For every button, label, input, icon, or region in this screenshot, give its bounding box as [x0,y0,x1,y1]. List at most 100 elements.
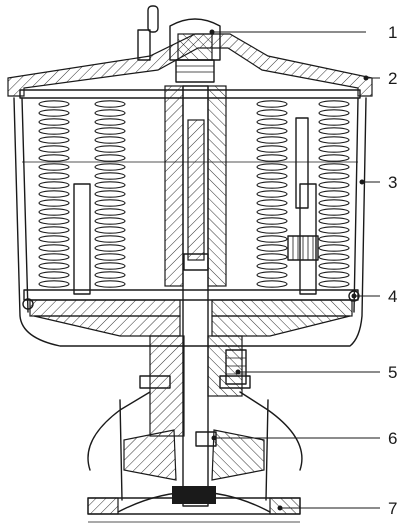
spring-coil [256,181,288,189]
spring-coil [318,163,350,171]
spring-coil [38,181,70,189]
spring-coil [94,244,126,252]
spring-coil [38,271,70,279]
spring-coil [256,100,288,108]
spring-coil [318,190,350,198]
spring-coil [94,217,126,225]
spring-coil [256,163,288,171]
spring-coil [318,181,350,189]
spring-coil [94,253,126,261]
spring-coil [318,154,350,162]
spring-coil [38,235,70,243]
spring-coil [38,109,70,117]
spring-coil [38,244,70,252]
spring-coil [256,235,288,243]
spring-coil [94,181,126,189]
spring-coil [318,208,350,216]
spring-coil [256,145,288,153]
spring-coil [256,271,288,279]
spring-coil [38,280,70,288]
spring-coil [94,235,126,243]
spring-coil [318,244,350,252]
spring-coil [38,262,70,270]
central-stem [164,85,227,507]
spring-coil [38,163,70,171]
spring-coil [256,253,288,261]
spring-coil [94,226,126,234]
spring-coil [318,217,350,225]
spring-coil [94,163,126,171]
spring-coil [318,226,350,234]
callout-3: 3 [388,173,397,192]
spring-coil [318,100,350,108]
spring-coil [94,145,126,153]
spring-coil [38,118,70,126]
spring-coil [38,172,70,180]
spring-coil [38,136,70,144]
left-spring-stack [38,100,126,288]
spring-coil [38,127,70,135]
spring-coil [318,235,350,243]
spring-coil [318,136,350,144]
spring-coil [256,172,288,180]
spring-coil [94,208,126,216]
spring-coil [94,280,126,288]
spring-coil [256,136,288,144]
spring-coil [38,145,70,153]
spring-coil [256,262,288,270]
spring-coil [38,217,70,225]
spring-coil [256,199,288,207]
mounting-flange [87,486,301,523]
spring-coil [318,253,350,261]
callout-labels: 1 2 3 4 5 6 7 [388,23,397,518]
callout-5: 5 [388,363,397,382]
spring-coil [318,109,350,117]
spring-coil [256,244,288,252]
spring-coil [38,100,70,108]
callout-7: 7 [388,499,397,518]
top-fitting [137,5,221,83]
callout-4: 4 [388,287,397,306]
spring-coil [256,154,288,162]
spring-coil [38,154,70,162]
spring-coil [318,262,350,270]
spring-coil [94,136,126,144]
callout-6: 6 [388,429,397,448]
callout-2: 2 [388,69,397,88]
spring-coil [94,199,126,207]
spring-coil [38,199,70,207]
spring-coil [256,109,288,117]
spring-guides [73,117,319,295]
callout-leaders [209,29,380,511]
spring-coil [256,226,288,234]
spring-coil [38,226,70,234]
piston-plate [22,289,360,337]
spring-coil [256,217,288,225]
spring-coil [256,280,288,288]
stem-bushing [139,335,251,437]
spring-coil [256,118,288,126]
spring-coil [94,127,126,135]
spring-coil [38,208,70,216]
callout-1: 1 [388,23,397,42]
spring-coil [38,253,70,261]
spring-coil [318,127,350,135]
spring-coil [318,145,350,153]
spring-coil [318,271,350,279]
spring-coil [94,154,126,162]
spring-coil [256,208,288,216]
yoke [87,391,303,501]
spring-coil [94,190,126,198]
spring-coil [94,172,126,180]
spring-housing [13,97,367,347]
spring-coil [94,262,126,270]
spring-coil [94,100,126,108]
spring-coil [318,280,350,288]
spring-coil [318,118,350,126]
spring-coil [318,172,350,180]
spring-coil [318,199,350,207]
right-spring-stack [256,100,350,288]
spring-coil [38,190,70,198]
spring-coil [94,118,126,126]
